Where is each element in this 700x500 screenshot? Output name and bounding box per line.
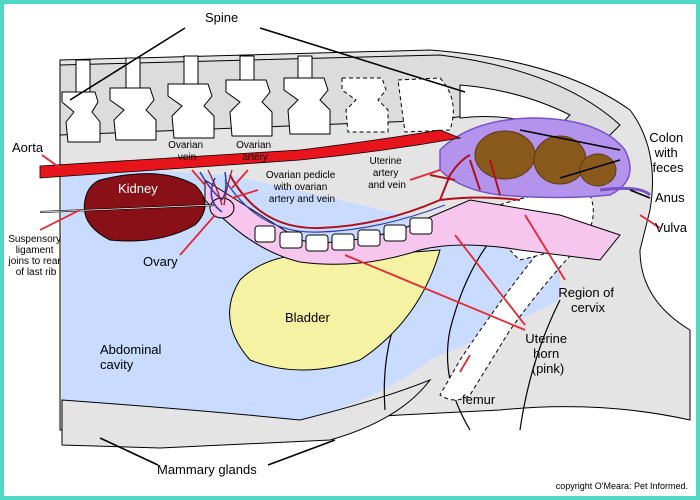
label-suspensory-ligament: Suspensory ligament joins to rear of las… [7, 234, 63, 278]
label-abdominal-cavity: Abdominal cavity [100, 342, 165, 372]
feces-lump [579, 153, 617, 187]
label-ovarian-pedicle: Ovarian pedicle with ovarian artery and … [266, 170, 338, 205]
feces-lump [474, 130, 536, 180]
diagram-canvas: Spine Aorta Kidney Ovarian vein Ovarian … [7, 10, 691, 491]
horn-segment [357, 229, 381, 247]
uterine-vessels [229, 154, 521, 230]
belly-band [61, 378, 432, 449]
ovary [209, 197, 235, 219]
leader-femur [459, 354, 471, 373]
uterine-vein-blue [224, 179, 446, 233]
spinous-process [183, 55, 199, 85]
label-ovarian-vein: Ovarian vein [168, 140, 206, 163]
spinous-process [75, 59, 91, 93]
label-femur: femur [462, 392, 496, 407]
leader-spine [69, 27, 466, 101]
vertebra [397, 77, 454, 133]
spinous-process [297, 55, 313, 79]
aorta [39, 129, 462, 179]
label-uterine-artery-vein: Uterine artery and vein [368, 156, 406, 191]
copyright-text: copyright O'Meara: Pet Informed. [556, 481, 688, 491]
leader-pedicle [231, 189, 259, 199]
feces [474, 130, 617, 187]
leader-lines-black [69, 27, 651, 466]
label-region-of-cervix: Region of cervix [558, 285, 617, 315]
vertebra [109, 87, 157, 141]
leader-ovarian-artery [231, 169, 249, 189]
label-bladder: Bladder [285, 310, 330, 325]
suspensory-ligament-inner [39, 204, 216, 213]
leader-colon [519, 129, 621, 179]
vertebra [225, 79, 273, 137]
leader-horn-2 [454, 234, 526, 326]
leader-suspensory [39, 209, 81, 231]
leader-mammary [99, 437, 336, 466]
label-aorta: Aorta [12, 140, 44, 155]
vertebra [167, 83, 215, 139]
leader-vulva [639, 214, 661, 229]
leader-cervix [524, 214, 566, 281]
rectum [599, 186, 652, 197]
vertebra [341, 77, 389, 133]
label-uterine-horn: Uterine horn (pink) [525, 331, 571, 376]
ovarian-artery-lines [207, 169, 233, 206]
leader-uterine-vessels [409, 169, 441, 181]
label-ovary: Ovary [143, 254, 178, 269]
horn-segment [409, 217, 433, 235]
leader-ovarian-vein [191, 169, 206, 186]
label-kidney: Kidney [118, 181, 158, 196]
horn-segment [254, 225, 276, 243]
leader-horn-1 [344, 254, 526, 331]
uterine-horn-segments [254, 217, 433, 252]
label-colon: Colon with feces [649, 130, 687, 175]
horn-segment [383, 224, 407, 242]
vertebra [283, 77, 331, 135]
leader-ovary [179, 214, 216, 256]
vertebra [61, 91, 101, 143]
spinous-process [239, 55, 255, 81]
label-vulva: Vulva [655, 220, 688, 235]
spinous-process [125, 57, 141, 89]
label-mammary-glands: Mammary glands [157, 462, 257, 477]
leader-aorta [41, 154, 61, 169]
leader-lines-red [39, 154, 661, 373]
label-spine: Spine [205, 10, 238, 25]
spinous-processes [75, 55, 313, 93]
label-anus: Anus [655, 190, 685, 205]
feces-lump [533, 135, 587, 185]
horn-segment [331, 233, 355, 251]
horn-segment [305, 234, 329, 252]
label-ovarian-artery: Ovarian artery [236, 140, 274, 163]
leader-anus [629, 189, 651, 199]
horn-segment [279, 231, 303, 249]
